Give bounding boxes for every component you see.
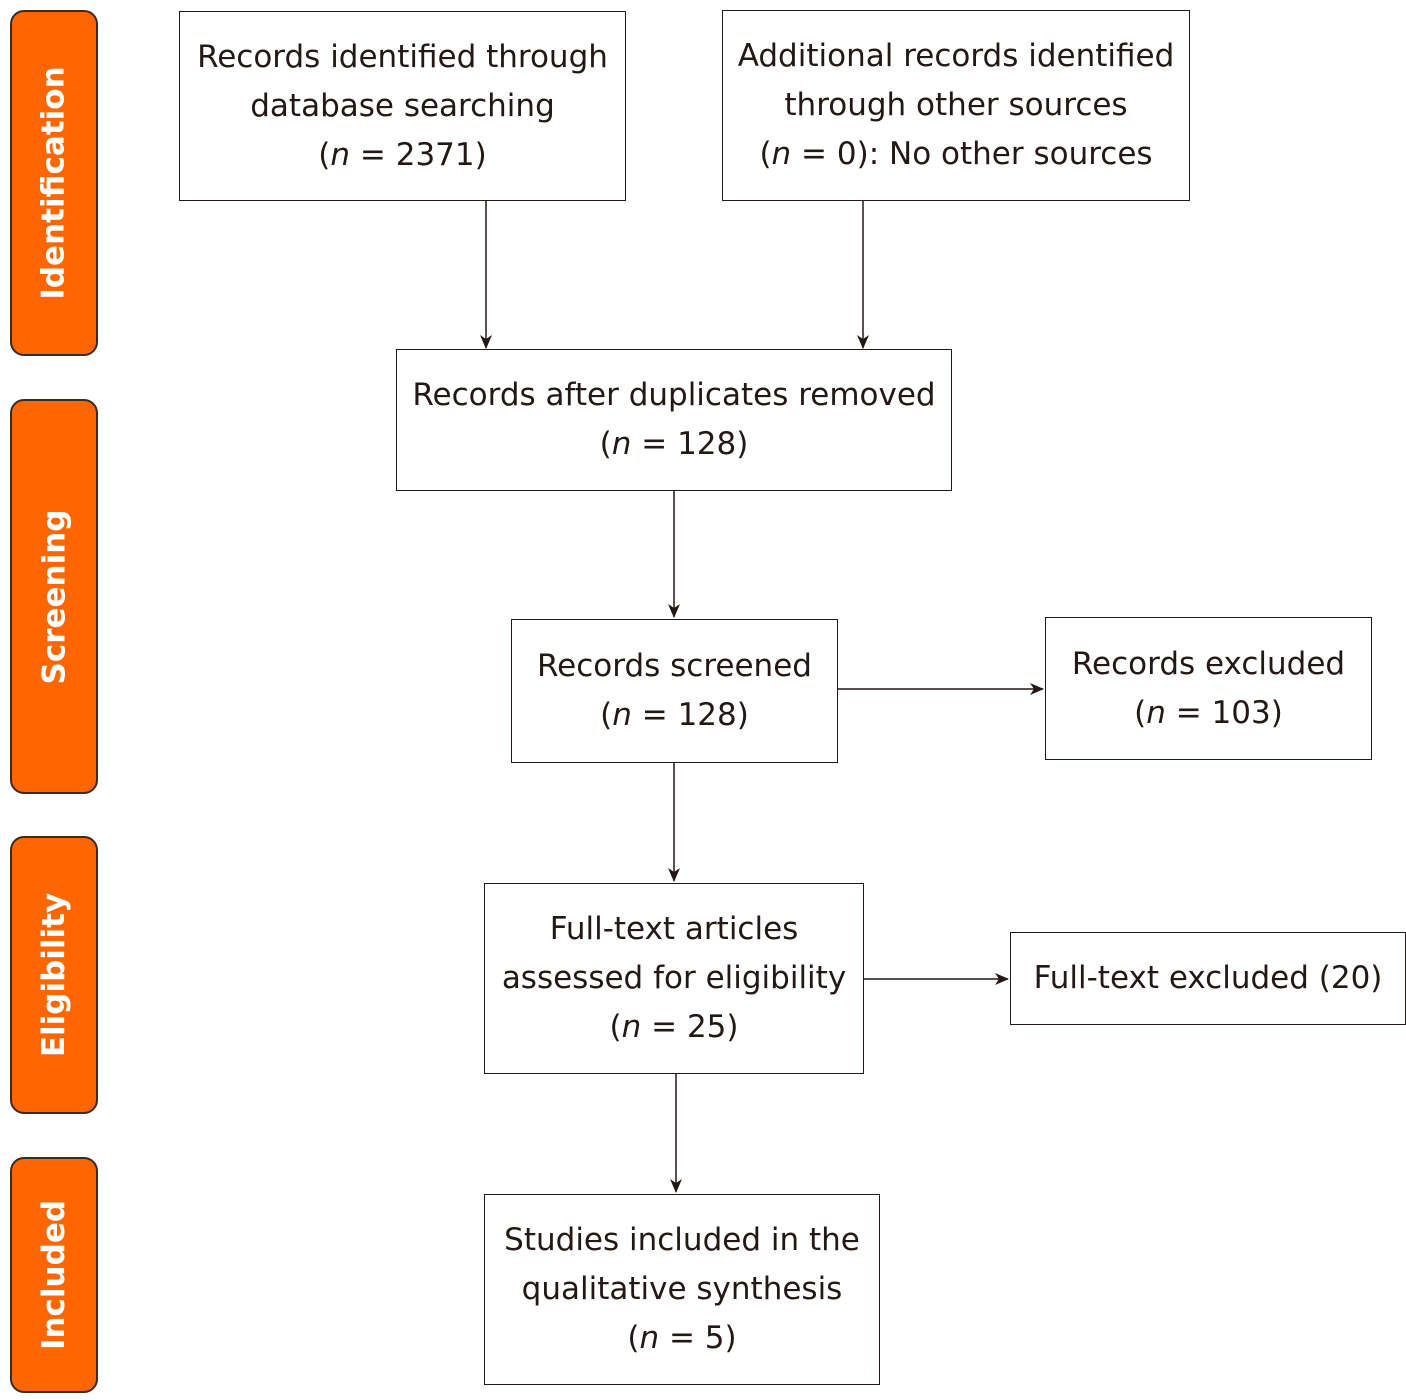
box-records-excluded: Records excluded (n = 103) [1045, 617, 1372, 760]
box-count: (n = 2371) [318, 136, 487, 173]
box-text-line: through other sources [784, 87, 1128, 123]
box-count: (n = 103) [1134, 694, 1283, 731]
box-count: (n = 25) [609, 1009, 739, 1045]
box-duplicates-removed: Records after duplicates removed (n = 12… [396, 349, 952, 491]
stage-eligibility: Eligibility [10, 836, 98, 1114]
box-text-line: Full-text excluded (20) [1033, 960, 1383, 996]
box-count: (n = 128) [599, 426, 749, 462]
box-count: (n = 5) [627, 1320, 737, 1356]
box-count: (n = 0): No other sources [759, 136, 1153, 172]
box-text-line: Records screened [537, 648, 812, 684]
stage-included: Included [10, 1157, 98, 1393]
box-text-line: database searching [250, 87, 555, 124]
box-text-line: Records after duplicates removed [412, 377, 936, 413]
box-text-line: assessed for eligibility [501, 960, 847, 996]
box-text-line: Records excluded [1071, 645, 1346, 682]
box-text-line: Studies included in the [504, 1222, 860, 1258]
box-records-screened: Records screened (n = 128) [511, 619, 838, 763]
stage-identification: Identification [10, 10, 98, 356]
box-studies-included: Studies included in the qualitative synt… [484, 1194, 880, 1385]
box-text-line: Records identified through [197, 38, 608, 75]
box-fulltext-excluded: Full-text excluded (20) [1010, 932, 1406, 1025]
box-text-line: Full-text articles [549, 911, 799, 947]
box-count: (n = 128) [600, 697, 749, 733]
stage-screening: Screening [10, 399, 98, 794]
box-fulltext-assessed: Full-text articles assessed for eligibil… [484, 883, 864, 1074]
box-database-records: Records identified through database sear… [179, 11, 626, 201]
box-text-line: Additional records identified [737, 38, 1175, 74]
box-other-sources: Additional records identified through ot… [722, 10, 1190, 201]
box-text-line: qualitative synthesis [521, 1271, 843, 1307]
